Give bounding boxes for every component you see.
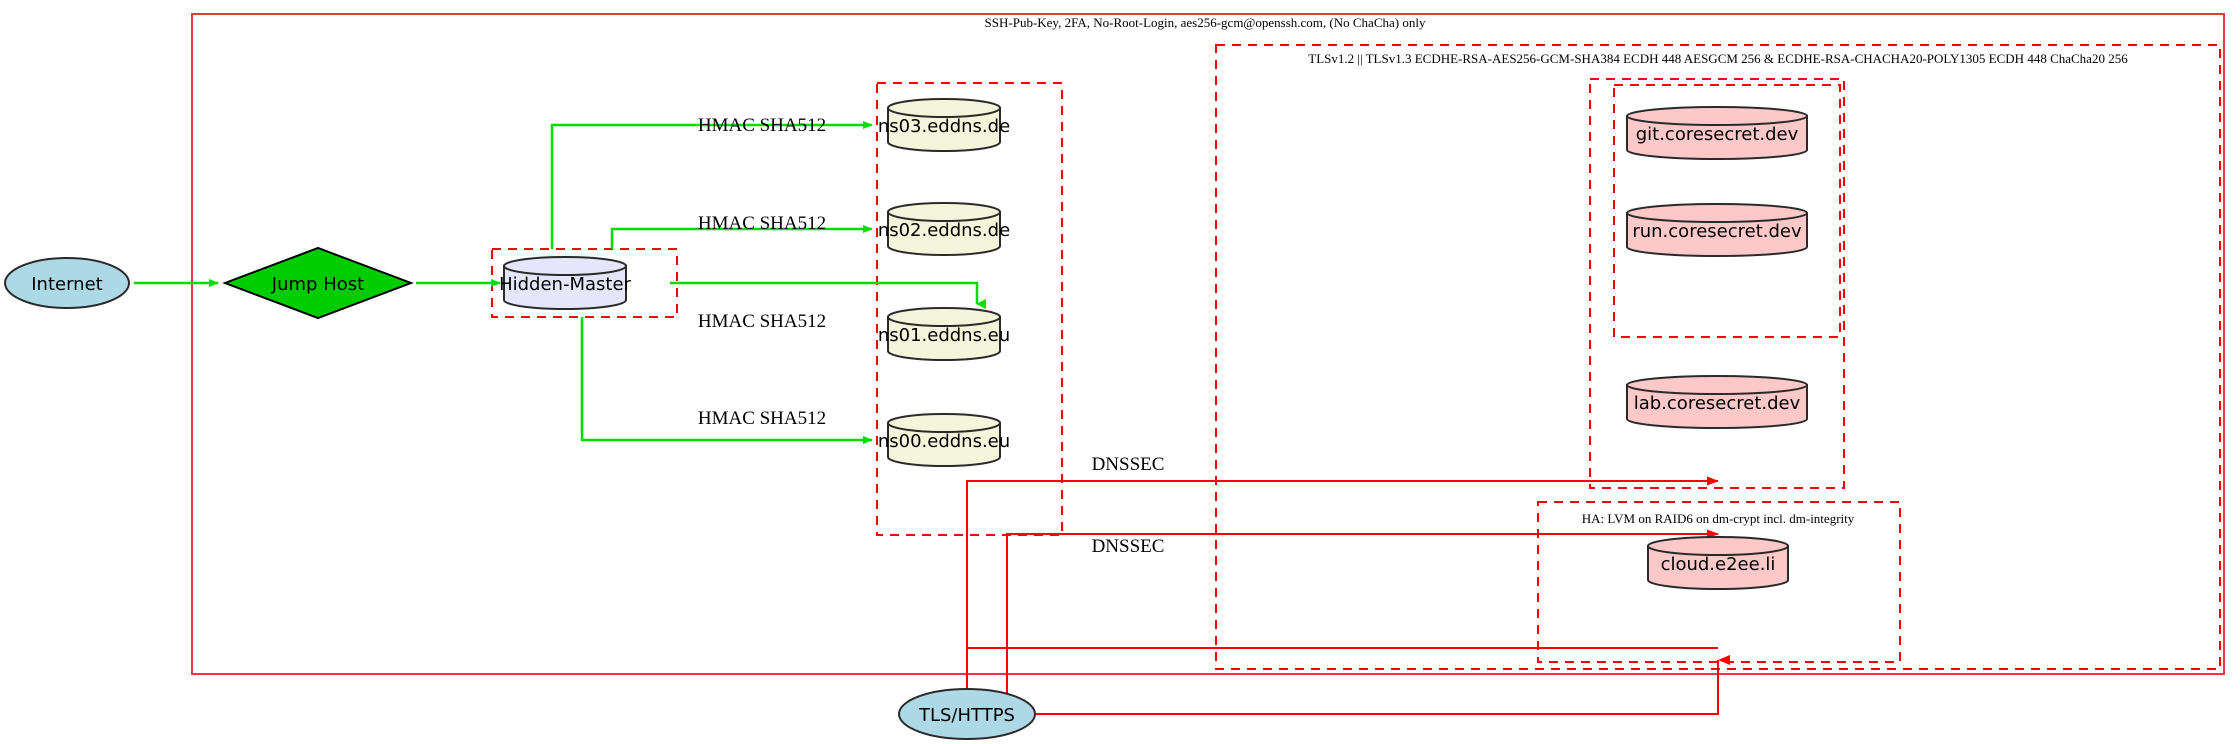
edge-label-hmac-ns00: HMAC SHA512 <box>698 408 826 429</box>
node-internet-label: Internet <box>31 274 102 295</box>
edge-label-hmac-ns02: HMAC SHA512 <box>698 213 826 234</box>
node-ns00[interactable]: ns00.eddns.eu <box>878 413 1010 467</box>
node-jumphost[interactable]: Jump Host <box>222 246 414 320</box>
cluster-inner-zone <box>1613 84 1841 338</box>
node-tlshttps-label: TLS/HTTPS <box>918 705 1015 726</box>
edge-master-ns02 <box>610 225 873 249</box>
node-ns03[interactable]: ns03.eddns.de <box>878 98 1010 152</box>
edge-tlshttps-lab <box>966 476 1719 700</box>
edges-green <box>134 121 986 444</box>
node-ns01-label: ns01.eddns.eu <box>878 325 1010 346</box>
cluster-ssh-zone-label: SSH-Pub-Key, 2FA, No-Root-Login, aes256-… <box>985 15 1426 30</box>
node-jumphost-label: Jump Host <box>271 274 364 295</box>
node-lab-label: lab.coresecret.dev <box>1634 393 1801 414</box>
edge-master-ns00 <box>580 317 873 444</box>
node-ns00-label: ns00.eddns.eu <box>878 431 1010 452</box>
cluster-ssh-zone: SSH-Pub-Key, 2FA, No-Root-Login, aes256-… <box>191 13 2225 675</box>
node-git-label: git.coresecret.dev <box>1636 124 1799 145</box>
edge-label-hmac-ns03: HMAC SHA512 <box>698 115 826 136</box>
node-ns02-label: ns02.eddns.de <box>878 220 1010 241</box>
node-run-label: run.coresecret.dev <box>1632 221 1802 242</box>
node-ns01[interactable]: ns01.eddns.eu <box>878 307 1010 361</box>
node-lab[interactable]: lab.coresecret.dev <box>1626 375 1808 429</box>
node-hidden-master[interactable]: Hidden-Master <box>499 256 632 310</box>
edge-label-dnssec-1: DNSSEC <box>1092 454 1165 475</box>
edge-master-ns01 <box>670 281 986 309</box>
node-git[interactable]: git.coresecret.dev <box>1626 106 1808 160</box>
cluster-ha-zone: HA: LVM on RAID6 on dm-crypt incl. dm-in… <box>1537 501 1901 663</box>
edge-label-dnssec-2: DNSSEC <box>1092 536 1165 557</box>
node-run[interactable]: run.coresecret.dev <box>1626 203 1808 257</box>
node-cloud[interactable]: cloud.e2ee.li <box>1647 536 1789 590</box>
cluster-dns-zone <box>876 82 1063 536</box>
node-ns02[interactable]: ns02.eddns.de <box>878 202 1010 256</box>
cluster-ha-zone-label: HA: LVM on RAID6 on dm-crypt incl. dm-in… <box>1582 511 1855 526</box>
edge-tlshttps-bottom <box>1035 655 1730 715</box>
node-ns03-label: ns03.eddns.de <box>878 116 1010 137</box>
edges-red <box>966 476 1730 715</box>
edge-tlshttps-cloud <box>1006 529 1719 700</box>
cluster-tls-zone-label: TLSv1.2 || TLSv1.3 ECDHE-RSA-AES256-GCM-… <box>1308 51 2128 66</box>
node-tlshttps[interactable]: TLS/HTTPS <box>898 688 1036 740</box>
node-internet[interactable]: Internet <box>4 257 130 309</box>
cluster-app-zone <box>1589 78 1845 489</box>
edge-label-hmac-ns01: HMAC SHA512 <box>698 311 826 332</box>
node-hidden-master-label: Hidden-Master <box>499 274 631 295</box>
node-cloud-label: cloud.e2ee.li <box>1661 554 1776 575</box>
edge-master-ns03 <box>550 121 873 249</box>
edge-labels: HMAC SHA512 HMAC SHA512 HMAC SHA512 HMAC… <box>698 115 1165 557</box>
